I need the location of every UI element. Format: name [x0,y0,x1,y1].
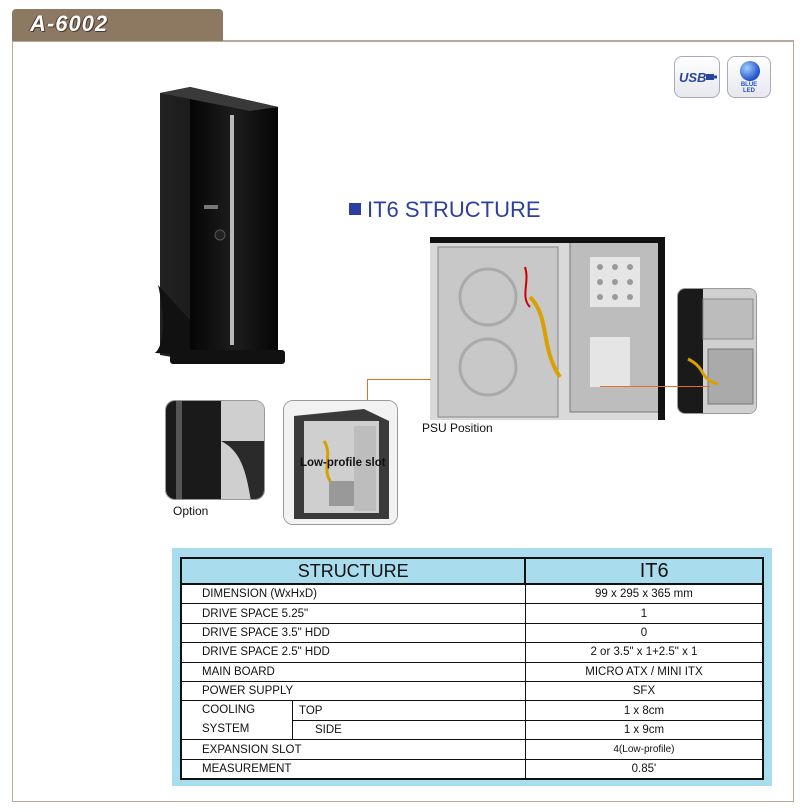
low-profile-slot-label: Low-profile slot [300,457,386,469]
low-profile-slot-photo [283,400,398,525]
led-label-2: LED [743,88,755,94]
usb-label: USB [679,70,707,85]
section-title-text: IT6 STRUCTURE [367,197,541,222]
led-dot [740,61,760,81]
psu-side-photo [677,288,757,414]
tower-case-image [155,87,285,364]
psu-pointer-line [367,379,431,380]
side-pointer-line [600,386,710,387]
table-row: DIMENSION (WxHxD)99 x 295 x 365 mm [180,583,764,605]
section-title: IT6 STRUCTURE [349,197,541,223]
table-row: SIDE 1 x 9cm [181,719,764,741]
model-title: A-6002 [30,11,109,36]
cooling-system-label: COOLING SYSTEM [180,700,293,741]
spec-header-structure: STRUCTURE [179,557,527,585]
option-stand-photo [165,400,265,500]
interior-photo [430,237,665,420]
spec-table: STRUCTURE IT6 DIMENSION (WxHxD)99 x 295 … [179,557,764,781]
page-frame [12,40,794,802]
blue-led-icon: BLUE LED [727,56,771,98]
usb-icon: USB [674,56,720,98]
square-bullet-icon [349,203,361,215]
table-row: DRIVE SPACE 5.25"1 [180,603,764,624]
table-row: COOLING SYSTEM TOP 1 x 8cm [180,700,764,741]
spec-header-row: STRUCTURE IT6 [179,557,764,585]
psu-position-label: PSU Position [422,421,493,435]
led-label-1: BLUE [740,82,758,88]
option-label: Option [173,504,209,518]
model-tab [12,9,223,41]
spec-header-model: IT6 [524,557,764,585]
